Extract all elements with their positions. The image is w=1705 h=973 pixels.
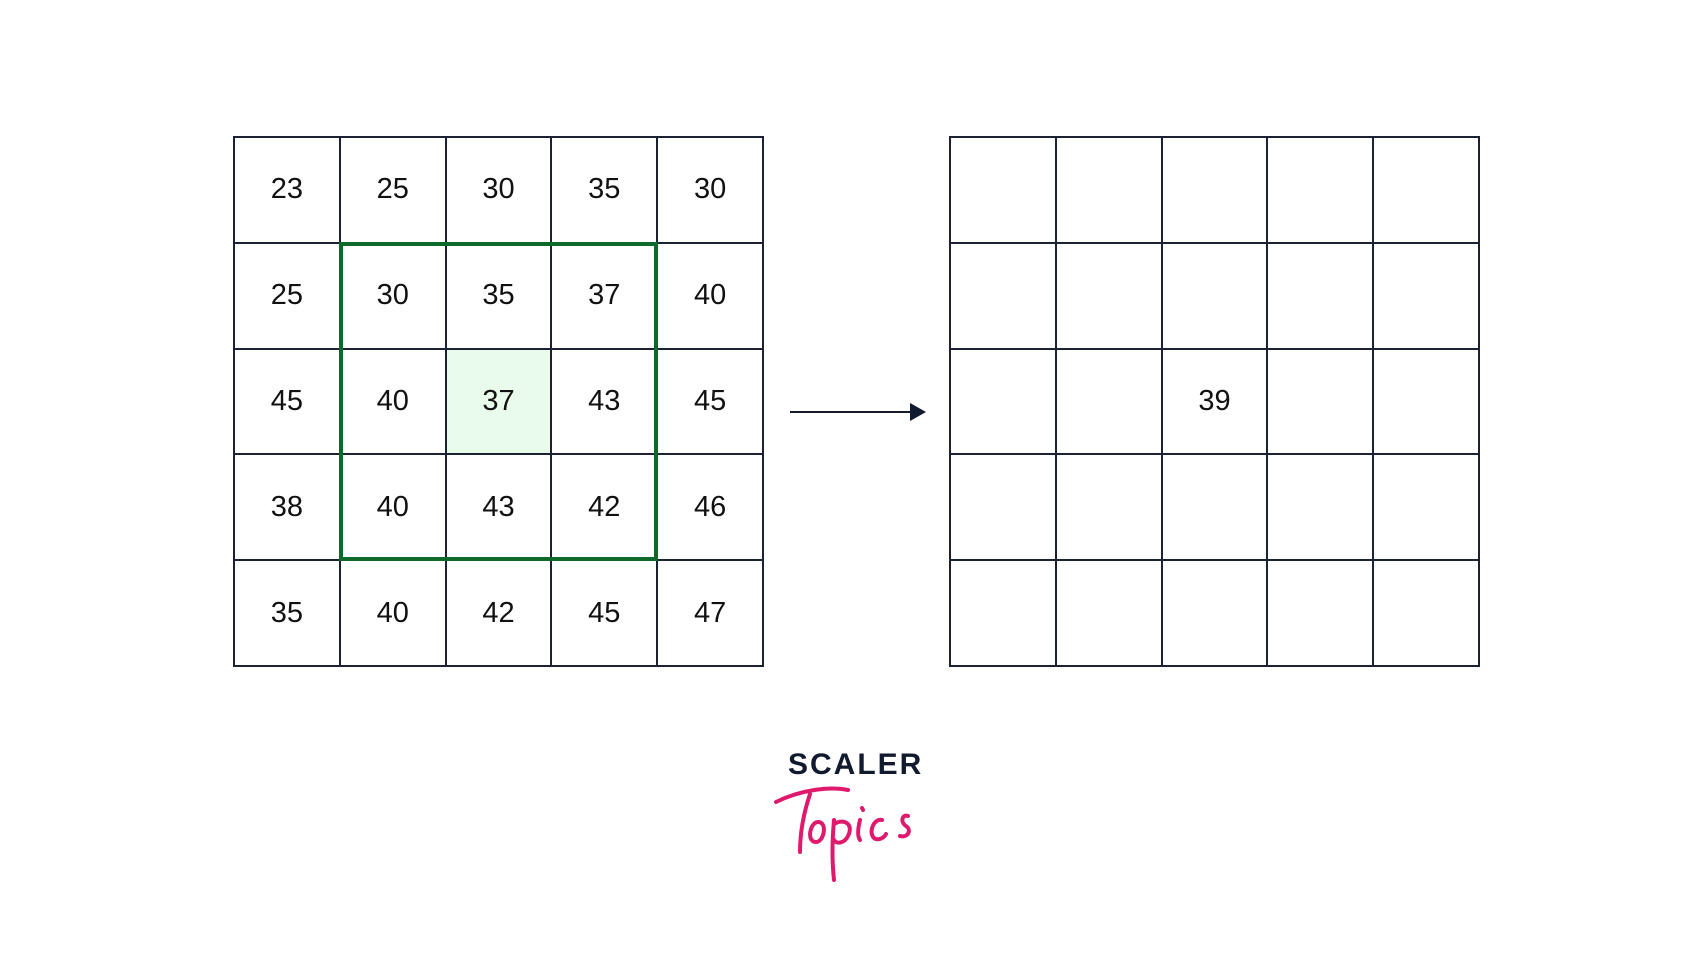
matrix-cell: 40: [339, 348, 446, 455]
matrix-cell: 35: [234, 560, 340, 666]
matrix-cell: 38: [234, 454, 340, 561]
matrix-cell: 37: [551, 242, 658, 349]
matrix-cell: 40: [339, 454, 446, 561]
matrix-cell: [1055, 560, 1162, 666]
logo-scaler-text: SCALER: [788, 748, 924, 781]
matrix-cell: 43: [551, 348, 658, 455]
matrix-cell: 23: [234, 137, 340, 243]
matrix-cell: [1373, 242, 1479, 349]
matrix-cell: [1055, 242, 1162, 349]
matrix-cell: [1373, 137, 1479, 243]
matrix-cell: [1161, 560, 1268, 666]
matrix-cell: [1161, 242, 1268, 349]
matrix-cell: 25: [234, 242, 340, 349]
arrow-icon: [790, 403, 926, 421]
matrix-cell: 43: [445, 454, 552, 561]
matrix-cell: 35: [445, 242, 552, 349]
matrix-cell: [1055, 348, 1162, 455]
matrix-cell: 45: [657, 348, 763, 455]
matrix-cell: 40: [339, 560, 446, 666]
matrix-cell: 40: [657, 242, 763, 349]
matrix-cell: 42: [445, 560, 552, 666]
matrix-cell: 47: [657, 560, 763, 666]
matrix-cell: [950, 560, 1056, 666]
matrix-cell: [1055, 454, 1162, 561]
matrix-cell: 45: [234, 348, 340, 455]
matrix-cell: [1161, 137, 1268, 243]
matrix-cell: 35: [551, 137, 658, 243]
center-cell: 37: [445, 348, 552, 455]
matrix-cell: 39: [1161, 348, 1268, 455]
scaler-topics-logo: SCALER: [770, 748, 940, 882]
matrix-cell: 45: [551, 560, 658, 666]
matrix-cell: 30: [657, 137, 763, 243]
matrix-cell: [1373, 348, 1479, 455]
matrix-cell: [950, 137, 1056, 243]
matrix-cell: [1161, 454, 1268, 561]
matrix-cell: [1373, 454, 1479, 561]
matrix-cell: [950, 454, 1056, 561]
matrix-cell: [950, 242, 1056, 349]
matrix-cell: 25: [339, 137, 446, 243]
matrix-cell: 30: [339, 242, 446, 349]
matrix-cell: [1267, 137, 1374, 243]
matrix-cell: [1267, 454, 1374, 561]
matrix-cell: [1267, 560, 1374, 666]
logo-topics-script: [774, 786, 911, 882]
output-matrix: 39: [949, 136, 1480, 667]
matrix-cell: [1267, 348, 1374, 455]
matrix-cell: [1267, 242, 1374, 349]
matrix-cell: [950, 348, 1056, 455]
matrix-cell: 30: [445, 137, 552, 243]
matrix-cell: 46: [657, 454, 763, 561]
matrix-cell: [1055, 137, 1162, 243]
matrix-cell: 42: [551, 454, 658, 561]
matrix-cell: [1373, 560, 1479, 666]
